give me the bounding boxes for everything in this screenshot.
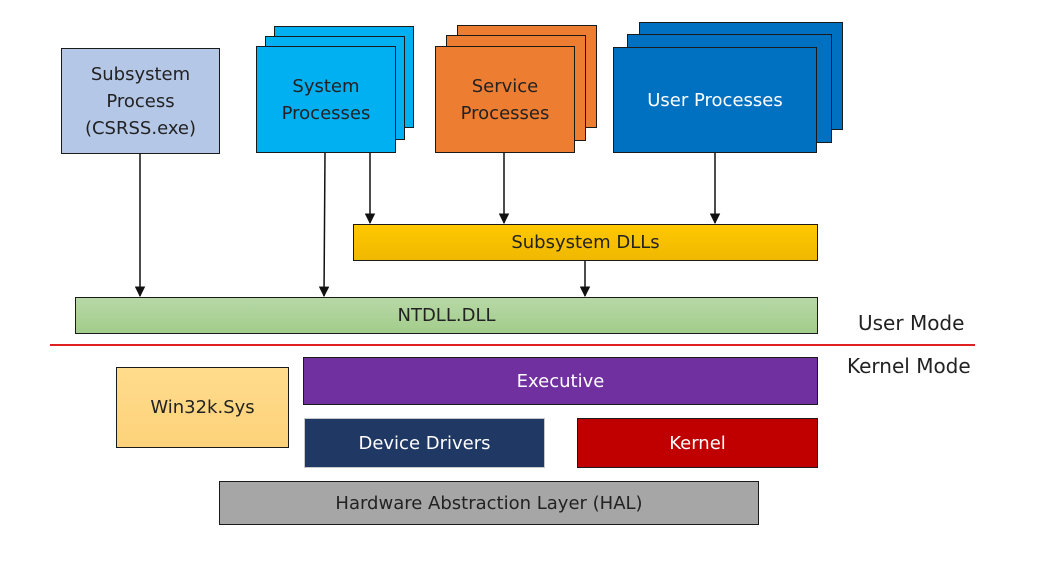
device-drivers-box: Device Drivers <box>304 418 545 468</box>
device-drivers-label: Device Drivers <box>358 432 491 454</box>
user-processes-label: User Processes <box>647 89 783 111</box>
service-processes-line-1: Service <box>471 75 539 97</box>
executive-label: Executive <box>516 370 605 392</box>
csrss-line-1: Subsystem <box>90 63 191 85</box>
win32k-label: Win32k.Sys <box>150 397 255 418</box>
kernel-label: Kernel <box>669 432 726 454</box>
ntdll-label: NTDLL.DLL <box>397 305 496 326</box>
service-processes-box: Service Processes <box>435 46 575 153</box>
subsystem-dlls-box: Subsystem DLLs <box>353 224 818 261</box>
kernel-box: Kernel <box>577 418 818 468</box>
executive-box: Executive <box>303 357 818 405</box>
user-mode-label: User Mode <box>858 311 965 335</box>
csrss-line-2: Process <box>106 90 175 112</box>
win32k-box: Win32k.Sys <box>116 367 289 448</box>
arrow-system-to-ntdll <box>318 152 330 298</box>
subsystem-dlls-label: Subsystem DLLs <box>511 232 660 253</box>
kernel-mode-label: Kernel Mode <box>847 354 971 378</box>
system-processes-line-1: System <box>292 75 360 97</box>
csrss-box: Subsystem Process (CSRSS.exe) <box>61 48 220 154</box>
ntdll-box: NTDLL.DLL <box>75 297 818 334</box>
user-processes-box: User Processes <box>613 47 817 153</box>
system-processes-line-2: Processes <box>281 102 371 124</box>
hal-box: Hardware Abstraction Layer (HAL) <box>219 481 759 525</box>
system-processes-box: System Processes <box>256 46 396 153</box>
csrss-line-3: (CSRSS.exe) <box>84 117 197 139</box>
service-processes-line-2: Processes <box>460 102 550 124</box>
hal-label: Hardware Abstraction Layer (HAL) <box>335 492 643 514</box>
